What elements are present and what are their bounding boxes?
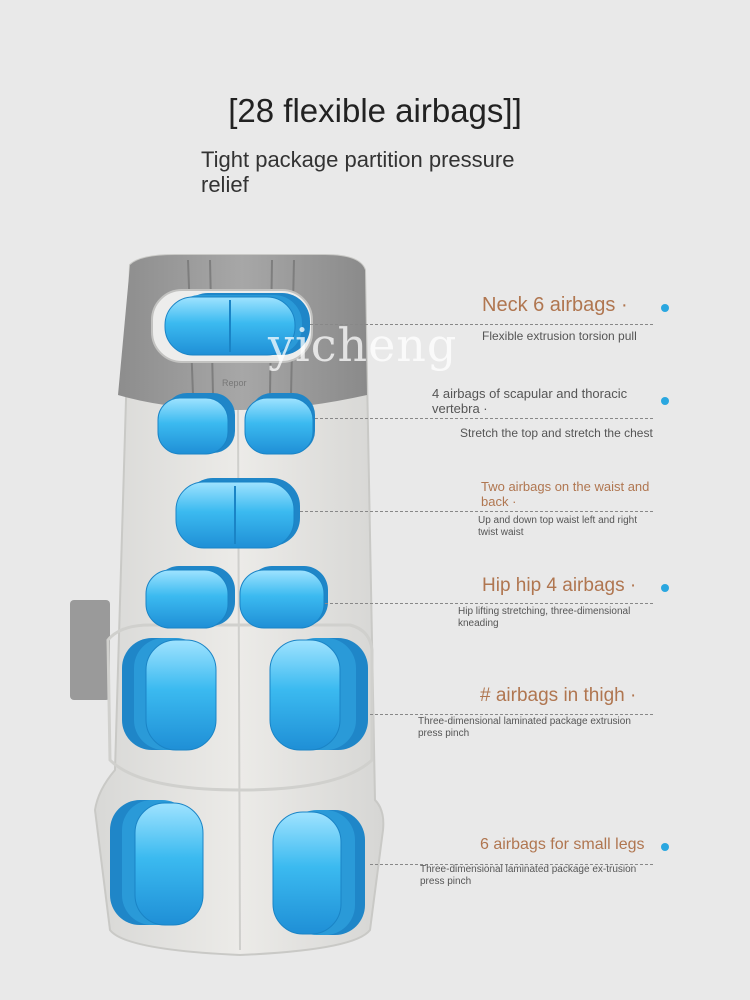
leader-line bbox=[370, 864, 653, 865]
scapular-airbags bbox=[157, 393, 315, 455]
zone-heading: # airbags in thigh · bbox=[480, 685, 637, 706]
brand-logo: Repor bbox=[222, 378, 247, 388]
hip-airbags bbox=[145, 566, 328, 629]
zone-label-hip: Hip hip 4 airbags · Hip lifting stretchi… bbox=[458, 575, 658, 630]
leg-airbags bbox=[110, 800, 365, 935]
zone-label-thigh: # airbags in thigh · Three-dimensional l… bbox=[418, 685, 658, 740]
waist-airbags bbox=[175, 478, 300, 549]
marker-dot bbox=[661, 397, 669, 405]
page-subtitle: Tight package partition pressure relief bbox=[201, 147, 515, 197]
zone-label-waist: Two airbags on the waist and back · Up a… bbox=[478, 479, 678, 539]
watermark: yicheng bbox=[268, 318, 458, 372]
side-strap bbox=[70, 600, 110, 700]
zone-description: Stretch the top and stretch the chest bbox=[460, 426, 653, 440]
thigh-airbags bbox=[122, 638, 368, 751]
marker-dot bbox=[661, 843, 669, 851]
zone-description: Three-dimensional laminated package extr… bbox=[418, 716, 631, 739]
leader-line bbox=[370, 714, 653, 715]
zone-label-leg: 6 airbags for small legs Three-dimension… bbox=[420, 836, 660, 888]
zone-label-neck: Neck 6 airbags · Flexible extrusion tors… bbox=[482, 294, 657, 343]
leader-line bbox=[300, 511, 653, 512]
zone-description: Hip lifting stretching, three-dimensiona… bbox=[458, 606, 631, 629]
zone-heading: 6 airbags for small legs bbox=[480, 836, 645, 853]
leader-line bbox=[310, 324, 653, 325]
zone-heading: 4 airbags of scapular and thoracic verte… bbox=[432, 386, 628, 416]
leader-line bbox=[325, 603, 653, 604]
zone-label-scapular: 4 airbags of scapular and thoracic verte… bbox=[432, 386, 657, 440]
zone-description: Three-dimensional laminated package ex-t… bbox=[420, 864, 637, 887]
zone-heading: Hip hip 4 airbags · bbox=[482, 575, 637, 596]
zone-description: Up and down top waist left and right twi… bbox=[478, 515, 637, 538]
page-title: [28 flexible airbags]] bbox=[228, 92, 522, 129]
marker-dot bbox=[661, 584, 669, 592]
leader-line bbox=[315, 418, 653, 419]
zone-heading: Two airbags on the waist and back · bbox=[481, 479, 650, 509]
neck-airbags bbox=[164, 293, 310, 356]
zone-description: Flexible extrusion torsion pull bbox=[482, 329, 637, 343]
zone-heading: Neck 6 airbags · bbox=[482, 294, 628, 316]
marker-dot bbox=[661, 304, 669, 312]
